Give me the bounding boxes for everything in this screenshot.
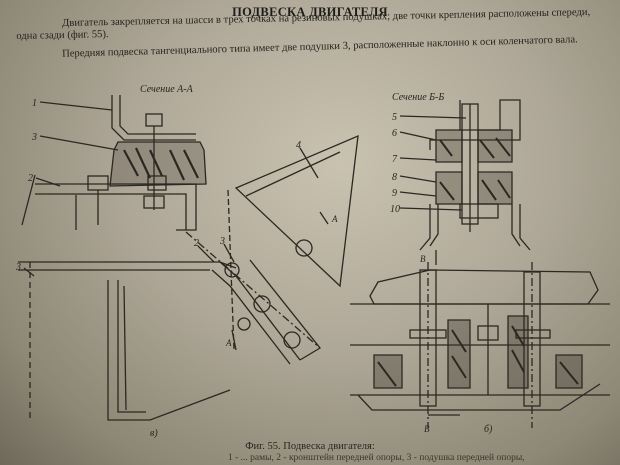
cut-letter-a-top: А <box>331 214 338 224</box>
callout-9: 9 <box>392 188 397 199</box>
callout-7: 7 <box>392 154 398 165</box>
subfigure-a-label: в) <box>150 428 158 439</box>
callout-3c: 3 <box>15 262 21 273</box>
callout-10: 10 <box>390 204 400 215</box>
section-aa-label: Сечение А-А <box>140 84 194 95</box>
callout-3: 3 <box>31 132 37 143</box>
figure-caption-detail: 1 - ... рамы, 2 - кронштейн передней опо… <box>228 453 525 463</box>
section-bb-label: Сечение Б-Б <box>392 92 444 103</box>
callout-8: 8 <box>392 172 397 183</box>
cut-letter-v-top: В <box>420 254 426 264</box>
callout-3b: 3 <box>219 236 225 247</box>
cut-letter-v-bottom: В <box>424 424 430 434</box>
callout-2b: 2 <box>194 238 199 249</box>
figure-caption: Фиг. 55. Подвеска двигателя: <box>245 441 375 452</box>
callout-6: 6 <box>392 128 397 139</box>
callout-4: 4 <box>296 140 301 151</box>
page-title: ПОДВЕСКА ДВИГАТЕЛЯ <box>232 5 388 19</box>
callout-1: 1 <box>32 98 37 109</box>
callout-2: 2 <box>28 173 33 184</box>
callout-5: 5 <box>392 112 397 123</box>
subfigure-b-label: б) <box>484 424 493 435</box>
cut-letter-a-bottom: А <box>225 338 232 348</box>
